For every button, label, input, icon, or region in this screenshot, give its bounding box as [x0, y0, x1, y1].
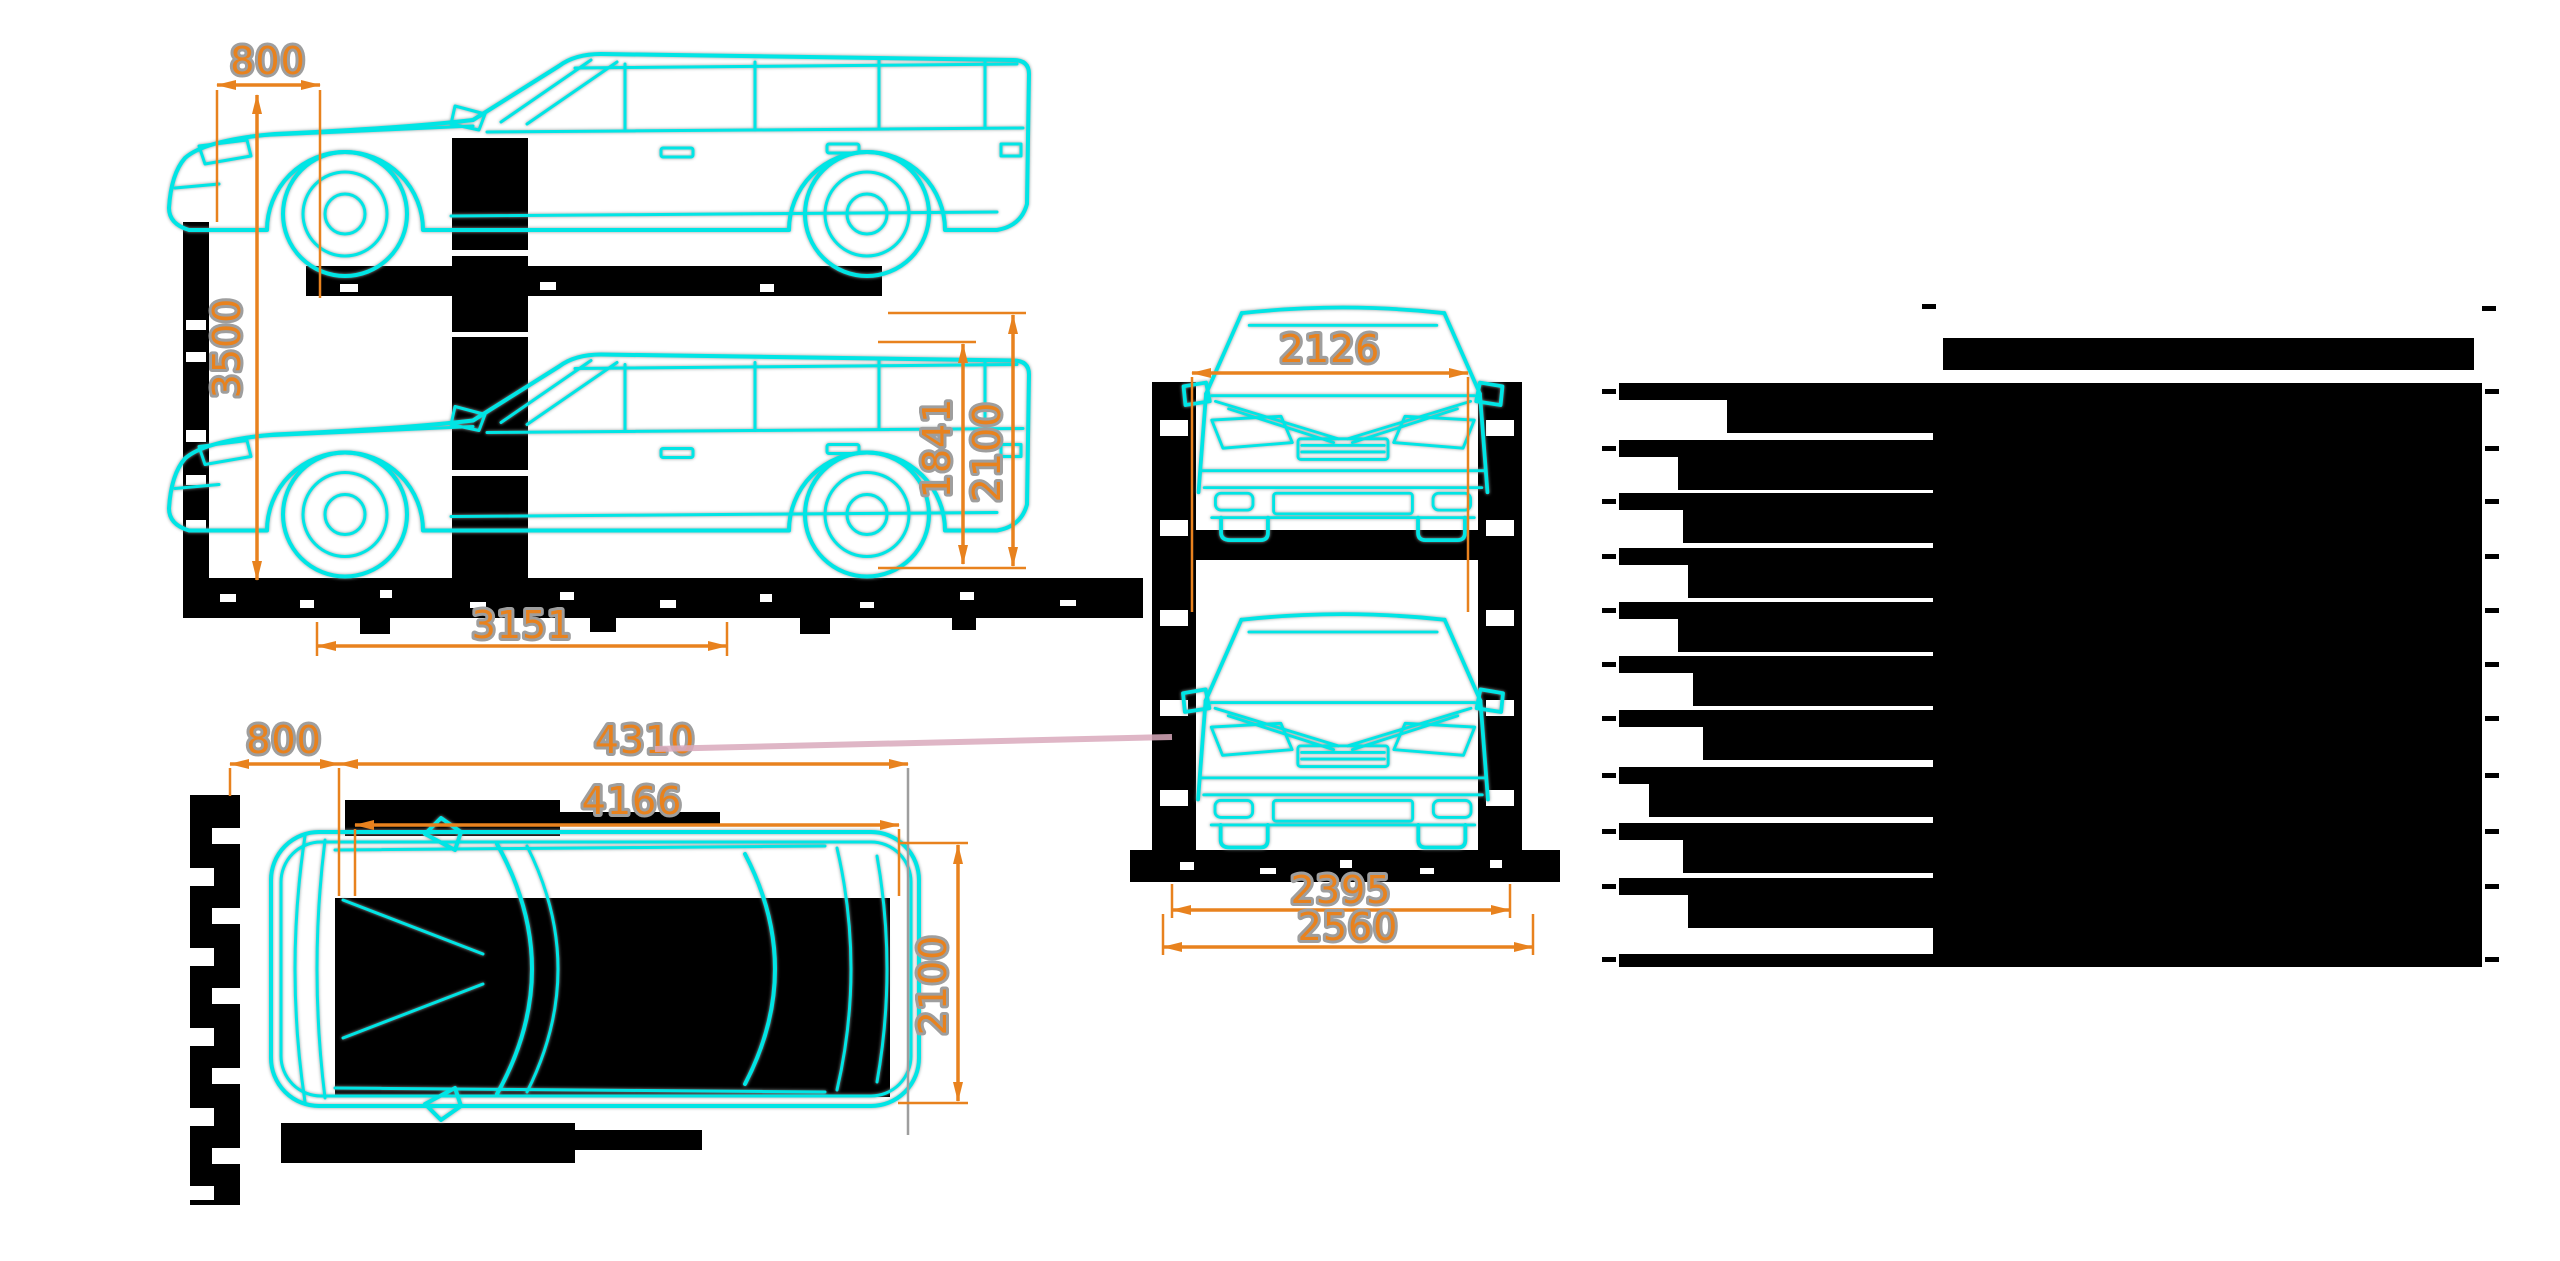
dim-plan-overall-length: 4310: [595, 718, 696, 762]
reference-line: [654, 734, 1173, 752]
lower-car-side: [169, 355, 1029, 577]
dim-front-car-width: 2126: [1280, 327, 1381, 371]
dim-side-car-height: 1841: [915, 398, 959, 499]
lift-structure-side: [183, 138, 1143, 634]
dim-front-overall-width: 2560: [1298, 905, 1399, 949]
lift-structure-front: [1130, 382, 1560, 882]
front-elevation-view: 2126 2395 2560: [1130, 305, 1560, 955]
lift-structure-plan: [190, 795, 890, 1205]
plan-dimensions: 800 4310 4166 2100: [228, 715, 968, 1135]
side-elevation-view: 800 3500 1841 2100 3151: [167, 36, 1143, 656]
front-left-post: [1152, 382, 1196, 882]
dim-plan-rear-offset: 800: [246, 718, 322, 762]
dim-side-base-length: 3151: [472, 603, 573, 647]
upper-platform-front: [1196, 530, 1478, 560]
center-post: [452, 138, 528, 596]
side-dimensions: 800 3500 1841 2100 3151: [202, 36, 1026, 656]
dim-plan-platform-width: 2100: [911, 935, 955, 1036]
upper-platform-side: [306, 266, 882, 296]
dim-side-platform-clearance: 2100: [965, 402, 1009, 503]
dim-side-upper-offset: 800: [230, 39, 306, 83]
front-dimensions: 2126 2395 2560: [1161, 324, 1535, 955]
lower-car-front: [1183, 614, 1503, 847]
dim-side-overall-height: 3500: [205, 298, 249, 399]
upper-car-side: [167, 52, 1031, 278]
plan-view: 800 4310 4166 2100: [190, 715, 968, 1205]
ground-beam-side: [183, 578, 1143, 618]
dim-front-clear-width: 2395: [1291, 868, 1392, 912]
dim-plan-platform-length: 4166: [582, 779, 683, 823]
